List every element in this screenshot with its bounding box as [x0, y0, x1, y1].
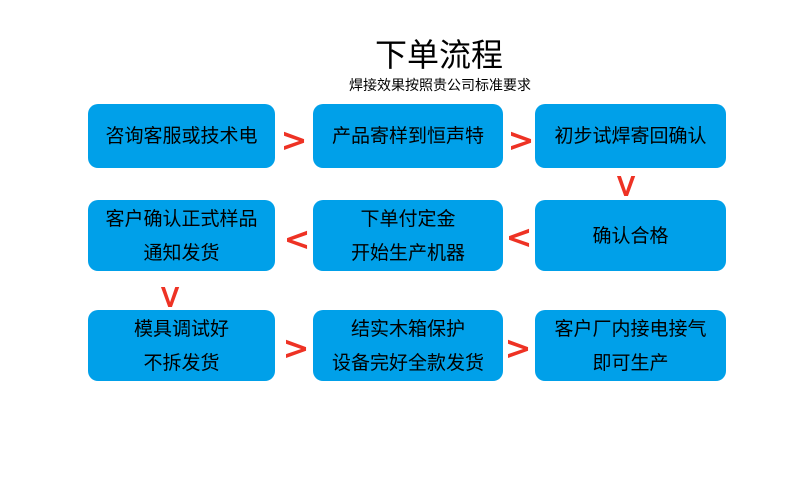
step-line: 通知发货	[143, 241, 220, 264]
arrow-left-icon: <	[505, 218, 533, 256]
arrow-right-icon: >	[280, 121, 308, 159]
flow-step-confirm-sample: 客户确认正式样品 通知发货	[88, 200, 275, 271]
step-line: 开始生产机器	[350, 241, 465, 264]
step-line: 模具调试好	[133, 317, 229, 340]
step-line: 确认合格	[592, 224, 669, 247]
flow-step-send-sample: 产品寄样到恒声特	[313, 104, 503, 168]
flow-step-mold-ready: 模具调试好 不拆发货	[88, 310, 275, 381]
step-line: 不拆发货	[143, 351, 220, 374]
step-line: 产品寄样到恒声特	[331, 125, 484, 147]
flow-step-deposit: 下单付定金 开始生产机器	[313, 200, 503, 271]
step-line: 下单付定金	[360, 207, 456, 230]
arrow-right-icon: >	[504, 329, 532, 367]
flow-step-crate-ship: 结实木箱保护 设备完好全款发货	[313, 310, 503, 381]
flow-step-qualified: 确认合格	[535, 200, 726, 271]
arrow-left-icon: <	[283, 220, 311, 258]
step-line: 客户确认正式样品	[105, 207, 258, 230]
page-title: 下单流程	[374, 36, 504, 74]
flow-step-consult: 咨询客服或技术电	[88, 104, 275, 168]
arrow-right-icon: >	[282, 329, 310, 367]
step-line: 客户厂内接电接气	[554, 317, 707, 340]
flow-step-trial-weld: 初步试焊寄回确认	[535, 104, 726, 168]
step-line: 咨询客服或技术电	[105, 125, 258, 147]
step-line: 设备完好全款发货	[331, 351, 484, 374]
flow-step-install-produce: 客户厂内接电接气 即可生产	[535, 310, 726, 381]
arrow-right-icon: >	[507, 121, 535, 159]
arrow-down-icon: >	[152, 283, 190, 311]
page-subtitle: 焊接效果按照贵公司标准要求	[349, 78, 531, 94]
step-line: 结实木箱保护	[350, 317, 465, 340]
step-line: 即可生产	[592, 351, 669, 374]
step-line: 初步试焊寄回确认	[554, 125, 707, 147]
arrow-down-icon: >	[608, 172, 646, 200]
